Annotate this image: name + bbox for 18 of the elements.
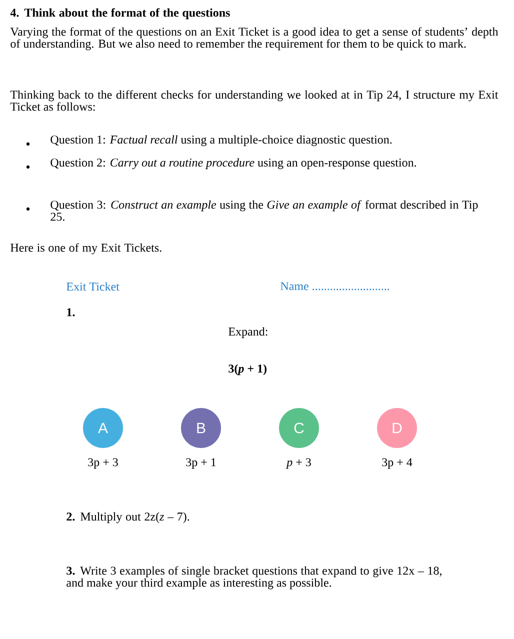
bullet-item: Question 3: Construct an example using the Give an example of format described in Tip 25. <box>50 200 478 221</box>
answer-option: p + 3 <box>286 458 311 469</box>
expression: 3(p + 1) <box>228 364 266 376</box>
answer-option: 3p + 4 <box>382 458 412 469</box>
question-text: 3. Write 3 examples of single bracket questions that expand to give 12x – 18, and make your third example as interesting as possible. <box>66 566 442 590</box>
name-field: Name .......................... <box>280 282 390 290</box>
answer-option: 3p + 1 <box>186 458 216 469</box>
question-text: Expand: <box>228 327 268 338</box>
heading: 4. Think about the format of the questions <box>10 8 230 20</box>
paragraph: Here is one of my Exit Tickets. <box>10 243 162 254</box>
question-text: 2. Multiply out 2z(z – 7). <box>66 512 190 524</box>
ticket-heading: Exit Ticket <box>66 282 120 291</box>
answer-option: 3p + 3 <box>88 458 118 469</box>
paragraph: Varying the format of the questions on an Exit Ticket is a good idea to get a sense of students’ depth of understanding. But we also need to remember the requirement for them to be quick to mark. <box>10 27 498 50</box>
paragraph: Thinking back to the different checks for understanding we looked at in Tip 24, I structure my Exit Ticket as follows: <box>10 90 498 111</box>
question-number: 1. <box>67 308 75 316</box>
bullet-item: Question 2: Carry out a routine procedure using an open-response question. <box>50 158 416 170</box>
bullet-item: Question 1: Factual recall using a multiple-choice diagnostic question. <box>50 135 392 146</box>
